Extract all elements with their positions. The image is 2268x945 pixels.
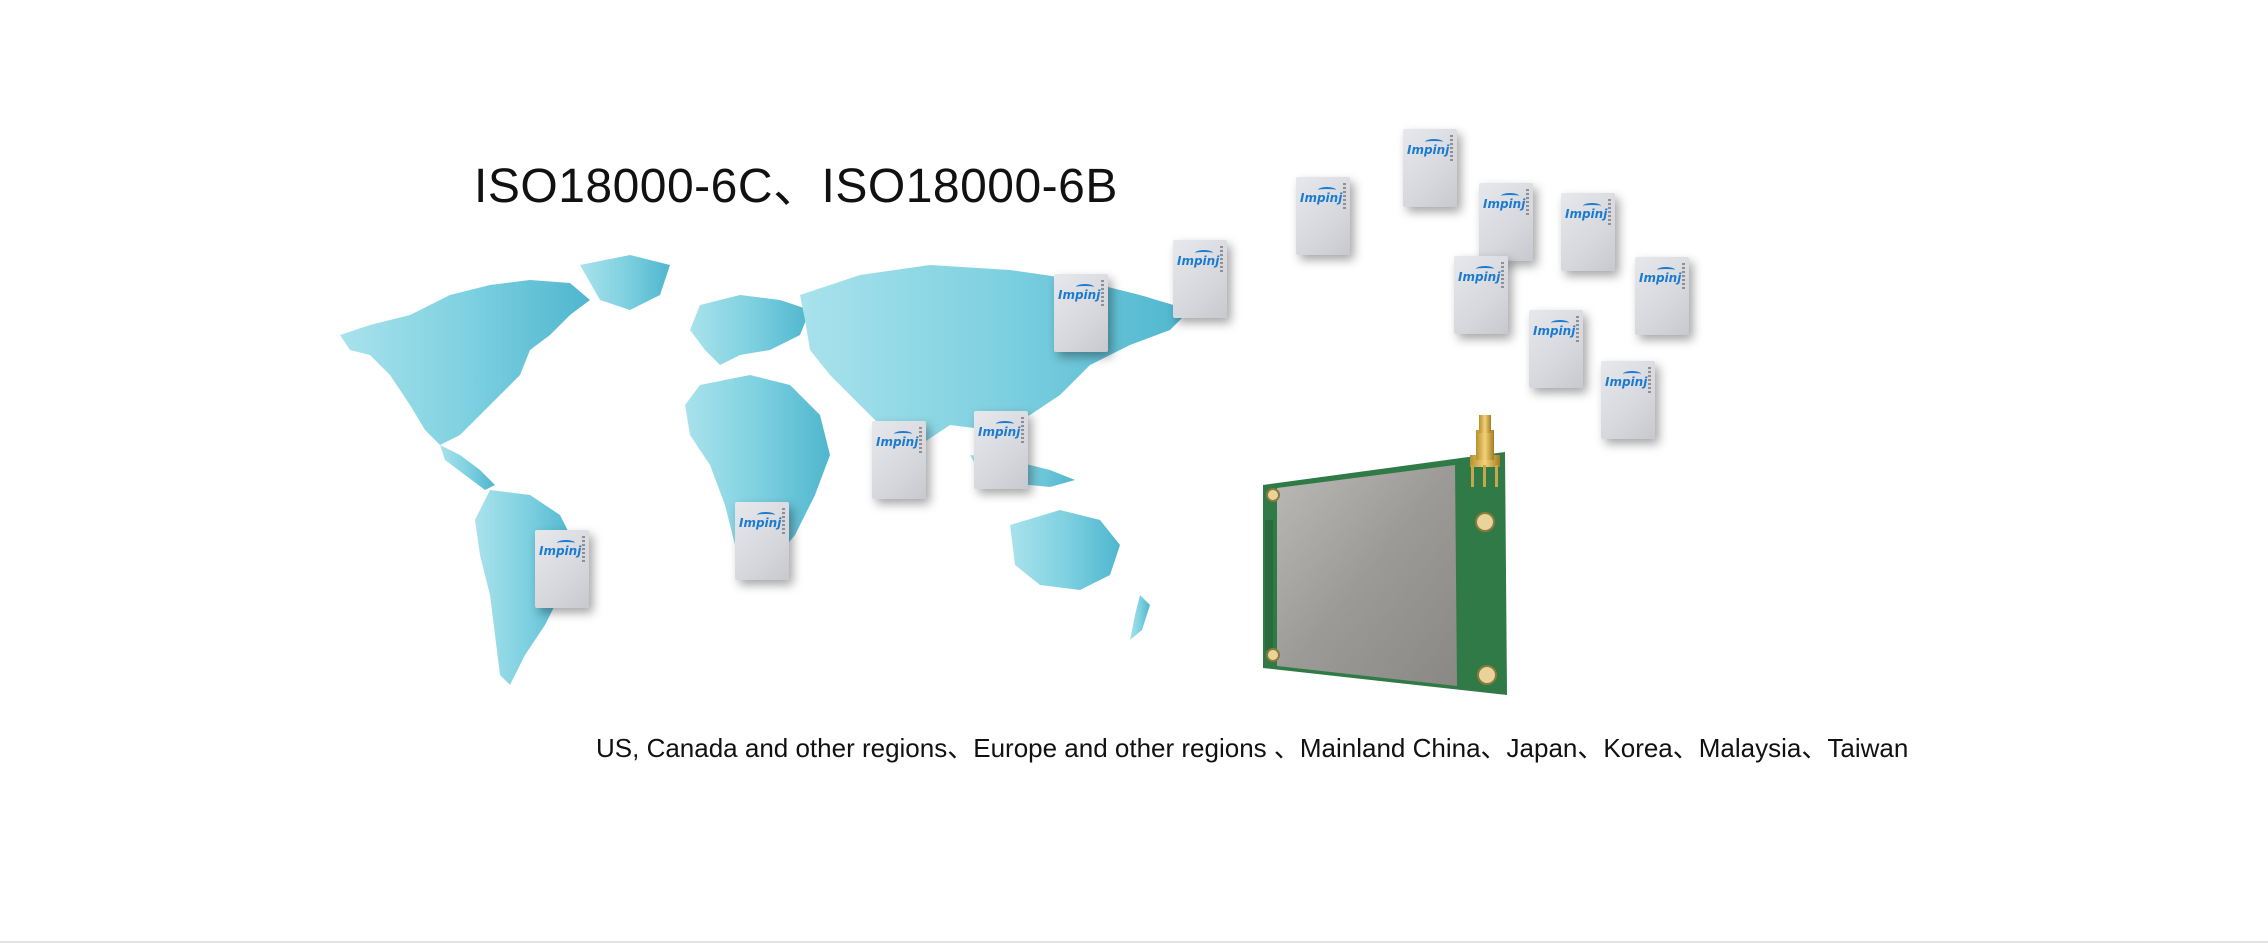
chip-logo: Impinj bbox=[1177, 250, 1220, 268]
impinj-chip-icon: Impinj bbox=[1054, 274, 1108, 352]
chip-logo: Impinj bbox=[978, 421, 1021, 439]
impinj-chip-icon: Impinj bbox=[872, 421, 926, 499]
chip-logo: Impinj bbox=[876, 431, 919, 449]
continent-north-america bbox=[340, 280, 590, 445]
impinj-chip-icon: Impinj bbox=[735, 502, 789, 580]
chip-logo: Impinj bbox=[1458, 266, 1501, 284]
chip-logo: Impinj bbox=[1533, 320, 1576, 338]
continent-new-zealand bbox=[1130, 595, 1150, 640]
regions-caption: US, Canada and other regions、Europe and … bbox=[596, 733, 1909, 763]
chip-logo: Impinj bbox=[739, 512, 782, 530]
chip-logo: Impinj bbox=[1407, 139, 1450, 157]
impinj-chip-icon: Impinj bbox=[1479, 183, 1533, 261]
impinj-chip-icon: Impinj bbox=[1561, 193, 1615, 271]
impinj-chip-icon: Impinj bbox=[535, 530, 589, 608]
impinj-chip-icon: Impinj bbox=[1454, 256, 1508, 334]
impinj-chip-icon: Impinj bbox=[1296, 177, 1350, 255]
chip-logo: Impinj bbox=[1483, 193, 1526, 211]
chip-logo: Impinj bbox=[1565, 203, 1608, 221]
continent-greenland bbox=[580, 255, 670, 310]
chip-logo: Impinj bbox=[1058, 284, 1101, 302]
impinj-chip-icon: Impinj bbox=[1403, 129, 1457, 207]
chip-logo: Impinj bbox=[1605, 371, 1648, 389]
impinj-chip-icon: Impinj bbox=[1601, 361, 1655, 439]
chip-logo: Impinj bbox=[1300, 187, 1343, 205]
impinj-chip-icon: Impinj bbox=[1173, 240, 1227, 318]
page-title: ISO18000-6C、ISO18000-6B bbox=[474, 160, 1118, 213]
impinj-chip-icon: Impinj bbox=[1635, 257, 1689, 335]
rfid-module-icon bbox=[1255, 410, 1525, 700]
continent-africa bbox=[685, 375, 830, 575]
impinj-chip-icon: Impinj bbox=[974, 411, 1028, 489]
continent-australia bbox=[1010, 510, 1120, 590]
continent-central-america bbox=[440, 445, 495, 490]
chip-logo: Impinj bbox=[539, 540, 582, 558]
bottom-divider bbox=[0, 941, 2268, 943]
impinj-chip-icon: Impinj bbox=[1529, 310, 1583, 388]
chip-logo: Impinj bbox=[1639, 267, 1682, 285]
continent-europe bbox=[690, 295, 810, 365]
